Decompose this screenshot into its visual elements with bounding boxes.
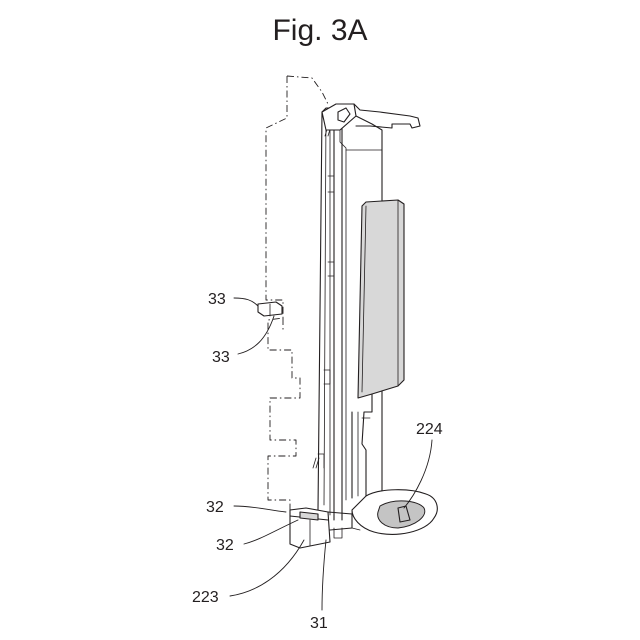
label-33-lower: 33	[212, 349, 230, 366]
label-224: 224	[416, 421, 443, 438]
lower-duct	[352, 394, 372, 500]
part-33	[258, 302, 282, 316]
outlet-224	[352, 490, 437, 535]
reference-labels: 33 33 32 32 223 31 224	[192, 291, 443, 632]
label-223: 223	[192, 589, 219, 606]
label-32-lower: 32	[216, 537, 234, 554]
label-33-upper: 33	[208, 291, 226, 308]
figure-title: Fig. 3A	[272, 14, 367, 47]
base-block-223	[290, 508, 352, 548]
label-31: 31	[310, 615, 328, 632]
label-32-upper: 32	[206, 499, 224, 516]
shaded-panel	[358, 200, 404, 398]
vertical-rail	[313, 106, 342, 520]
